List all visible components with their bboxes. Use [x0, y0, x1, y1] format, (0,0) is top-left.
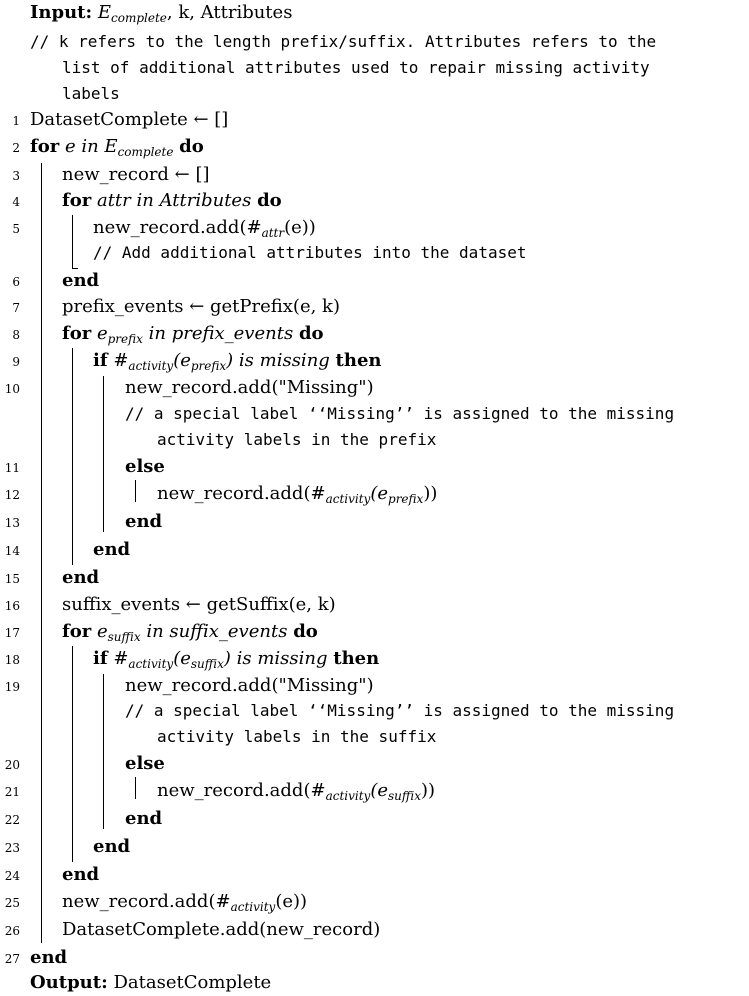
block-line-prefix-if [103, 376, 104, 532]
code-line: DatasetComplete ← [] [30, 109, 229, 130]
input-line: Input: Ecomplete, k, Attributes [30, 2, 292, 25]
block-line-prefix-else [135, 480, 136, 502]
code-line: else [125, 753, 165, 774]
input-rest: , k, Attributes [166, 2, 293, 23]
line-number: 1 [12, 114, 20, 128]
code-line: prefix_events ← getPrefix(e, k) [62, 296, 340, 317]
code-line: new_record.add(#activity(e)) [62, 891, 308, 914]
line-number: 16 [4, 599, 20, 613]
code-line: end [125, 808, 163, 829]
line-number: 14 [4, 544, 20, 558]
code-line: end [93, 539, 131, 560]
code-line: if #activity(eprefix) is missing then [93, 350, 382, 373]
block-line-attr-for [72, 215, 73, 268]
line-number: 9 [12, 355, 20, 369]
line-number: 10 [4, 382, 20, 396]
line-number: 8 [12, 328, 20, 342]
code-line: new_record.add("Missing") [125, 675, 374, 696]
line-number: 22 [4, 813, 20, 827]
code-line: if #activity(esuffix) is missing then [93, 648, 380, 671]
code-comment: activity labels in the suffix [157, 727, 437, 746]
header-comment-1: // k refers to the length prefix/suffix.… [30, 32, 657, 51]
block-line-outer-for [41, 163, 42, 943]
line-number: 7 [12, 301, 20, 315]
code-line: else [125, 456, 165, 477]
block-line-prefix-for [72, 348, 73, 565]
code-line: new_record.add(#activity(esuffix)) [157, 780, 436, 803]
block-line-suffix-if [103, 674, 104, 829]
line-number: 23 [4, 841, 20, 855]
code-line: new_record.add("Missing") [125, 377, 374, 398]
code-comment: // Add additional attributes into the da… [93, 243, 527, 262]
code-line: new_record ← [] [62, 164, 210, 185]
code-line: for eprefix in prefix_events do [62, 323, 324, 346]
line-number: 4 [12, 195, 20, 209]
header-comment-2: list of additional attributes used to re… [62, 58, 650, 77]
code-line: suffix_events ← getSuffix(e, k) [62, 594, 336, 615]
code-line: for e in Ecomplete do [30, 136, 204, 159]
header-comment-3: labels [62, 84, 120, 103]
code-line: end [62, 567, 100, 588]
block-line-suffix-for [72, 646, 73, 862]
code-line: new_record.add(#attr(e)) [93, 217, 316, 240]
code-line: end [62, 864, 100, 885]
code-comment: // a special label ‘‘Missing’’ is assign… [125, 404, 675, 423]
line-number: 19 [4, 680, 20, 694]
code-line: end [62, 270, 100, 291]
code-line: new_record.add(#activity(eprefix)) [157, 483, 438, 506]
line-number: 12 [4, 488, 20, 502]
code-line: end [93, 836, 131, 857]
line-number: 27 [4, 952, 20, 966]
code-line: DatasetComplete.add(new_record) [62, 919, 381, 940]
output-value: DatasetComplete [113, 972, 272, 993]
code-line: for attr in Attributes do [62, 190, 282, 211]
line-number: 21 [4, 785, 20, 799]
line-number: 15 [4, 572, 20, 586]
line-number: 2 [12, 141, 20, 155]
line-number: 11 [4, 461, 20, 475]
line-number: 18 [4, 653, 20, 667]
code-line: end [30, 947, 68, 968]
line-number: 3 [12, 169, 20, 183]
code-comment: // a special label ‘‘Missing’’ is assign… [125, 701, 675, 720]
line-number: 6 [12, 275, 20, 289]
block-end-tick [72, 268, 78, 269]
code-comment: activity labels in the prefix [157, 430, 437, 449]
line-number: 20 [4, 758, 20, 772]
line-number: 5 [12, 222, 20, 236]
code-line: end [125, 511, 163, 532]
line-number: 25 [4, 896, 20, 910]
line-number: 17 [4, 626, 20, 640]
input-e: E [97, 2, 112, 23]
code-line: for esuffix in suffix_events do [62, 621, 318, 644]
line-number: 24 [4, 869, 20, 883]
line-number: 13 [4, 516, 20, 530]
input-e-sub: complete [111, 11, 167, 25]
output-label: Output: [30, 972, 108, 993]
input-label: Input: [30, 2, 93, 23]
output-line: Output: DatasetComplete [30, 972, 271, 993]
line-number: 26 [4, 924, 20, 938]
block-line-suffix-else [135, 777, 136, 799]
